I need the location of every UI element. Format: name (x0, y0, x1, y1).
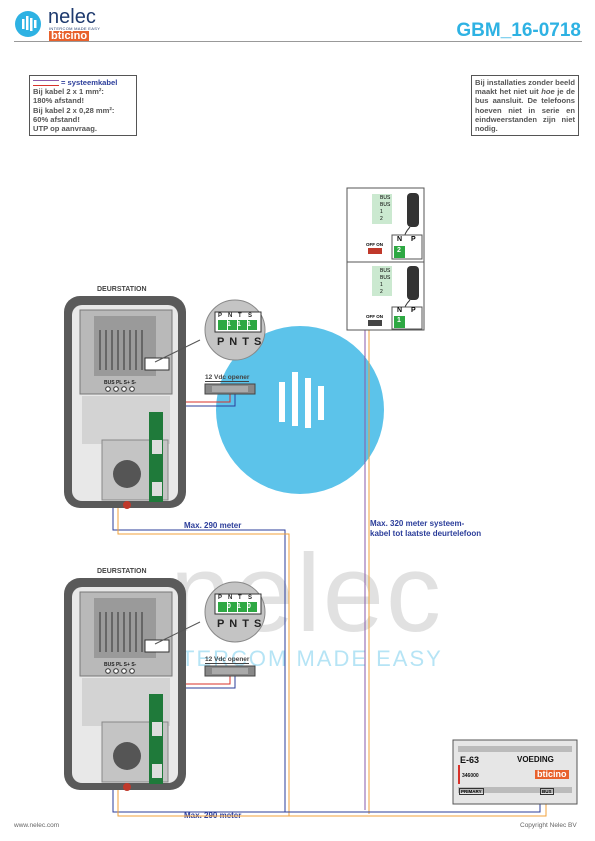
dip-value: 1 (247, 321, 251, 328)
psu-part-number: 346000 (462, 773, 479, 779)
dip-value: 1 (237, 321, 241, 328)
installation-note-text: je de bus aansluit. De telefoons hoeven … (475, 87, 575, 134)
station-terminal-label: S- (131, 380, 137, 386)
cable-note-line: 180% afstand! (33, 96, 85, 106)
phone-switch-label: OFF ON (366, 314, 383, 319)
panel-letters: P N T S (217, 618, 263, 630)
terminal-letter: N (228, 313, 233, 319)
psu-primary-port: PRIMARY (459, 788, 484, 795)
logo-name: nelec (48, 6, 96, 28)
phone-table-header: P (411, 236, 416, 243)
footer-website[interactable]: www.nelec.com (14, 822, 60, 829)
terminal-zoom-2 (154, 581, 266, 645)
psu-model: E-63 (460, 755, 480, 765)
door-station-1 (64, 296, 186, 509)
phone-terminal-label: 1 (380, 282, 383, 288)
station-terminal-label: BUS (104, 380, 115, 386)
riser-note: Max. 320 meter systeem- kabel tot laatst… (370, 519, 482, 538)
phone-terminal-label: 2 (380, 216, 383, 222)
phone-terminal-label: BUS (380, 202, 391, 208)
phone-terminal-label: BUS (380, 268, 391, 274)
terminal-letter: P (218, 313, 223, 319)
psu-bus-port: BUS (540, 788, 554, 795)
terminal-letter: S (248, 313, 253, 319)
phone-table-header: N (397, 236, 403, 243)
dip-value: 0 (227, 603, 231, 610)
station-terminal-label: S+ (123, 380, 130, 386)
footer-copyright: Copyright Nelec BV (520, 822, 577, 829)
opener-label: 12 Vdc opener (205, 374, 250, 382)
station-label: DEURSTATION (97, 568, 147, 575)
watermark-tagline: INTERCOM MADE EASY (155, 646, 443, 671)
station-terminal-label: S+ (123, 662, 130, 668)
terminal-letter: T (238, 595, 242, 601)
terminal-letter: N (228, 595, 233, 601)
panel-letters: P N T S (217, 336, 263, 348)
cable-note-line: 60% afstand! (33, 114, 80, 124)
power-supply (452, 739, 578, 805)
phone-terminal-label: BUS (380, 195, 391, 201)
station-terminal-labels: BUS PL S+ S- (104, 380, 136, 386)
logo-tagline: INTERCOM MADE EASY (49, 26, 101, 31)
door-station-2 (64, 578, 186, 791)
phone-terminal-label: 1 (380, 209, 383, 215)
station-terminal-label: S- (131, 662, 137, 668)
station-label: DEURSTATION (97, 286, 147, 293)
terminal-zoom-1 (154, 299, 266, 363)
station-terminal-label: BUS (104, 662, 115, 668)
door-opener-1 (204, 383, 256, 395)
installation-note: Bij installaties zonder beeld maakt het … (471, 75, 579, 137)
cable-note-line: Bij kabel 2 x 1 mm²: (33, 87, 104, 97)
terminal-letter: T (238, 313, 242, 319)
phone-terminal-label: 2 (380, 289, 383, 295)
phone-table-header: N (397, 307, 403, 314)
installation-note-italic: hoe (541, 87, 555, 97)
document-code: GBM_16-0718 (456, 20, 581, 41)
opener-label: 12 Vdc opener (205, 656, 250, 664)
phone-n-value: 1 (397, 317, 401, 324)
phone-terminal-label: BUS (380, 275, 391, 281)
installation-note-text: Bij installaties zonder beeld maakt het … (475, 78, 576, 97)
door-opener-2 (204, 665, 256, 677)
station-terminal-label: PL (115, 380, 123, 386)
phone-switch-label: OFF ON (366, 242, 383, 247)
nelec-logo-icon (14, 10, 44, 38)
cable-note: = systeemkabel Bij kabel 2 x 1 mm²: 180%… (29, 75, 137, 137)
cable-length-label: Max. 290 meter (184, 521, 242, 530)
psu-brand: bticino (535, 769, 569, 779)
cable-note-line: UTP op aanvraag. (33, 124, 98, 134)
legend-row: = systeemkabel (33, 78, 133, 87)
header-divider (14, 41, 582, 42)
station-terminal-label: PL (115, 662, 123, 668)
cable-note-title: = systeemkabel (61, 78, 118, 87)
dip-value: 1 (237, 603, 241, 610)
terminal-letter: S (248, 595, 253, 601)
bticino-logo: bticino (49, 30, 90, 42)
handset-phone-2 (346, 261, 425, 331)
phone-n-value: 2 (397, 247, 401, 254)
handset-phone-1 (346, 187, 425, 263)
dip-value: 1 (227, 321, 231, 328)
system-cable-swatch (33, 79, 59, 86)
cable-note-line: Bij kabel 2 x 0,28 mm²: (33, 105, 115, 115)
dip-value: 0 (247, 603, 251, 610)
phone-table-header: P (411, 307, 416, 314)
station-terminal-labels: BUS PL S+ S- (104, 662, 136, 668)
psu-title: VOEDING (517, 755, 554, 764)
terminal-letter: P (218, 595, 223, 601)
